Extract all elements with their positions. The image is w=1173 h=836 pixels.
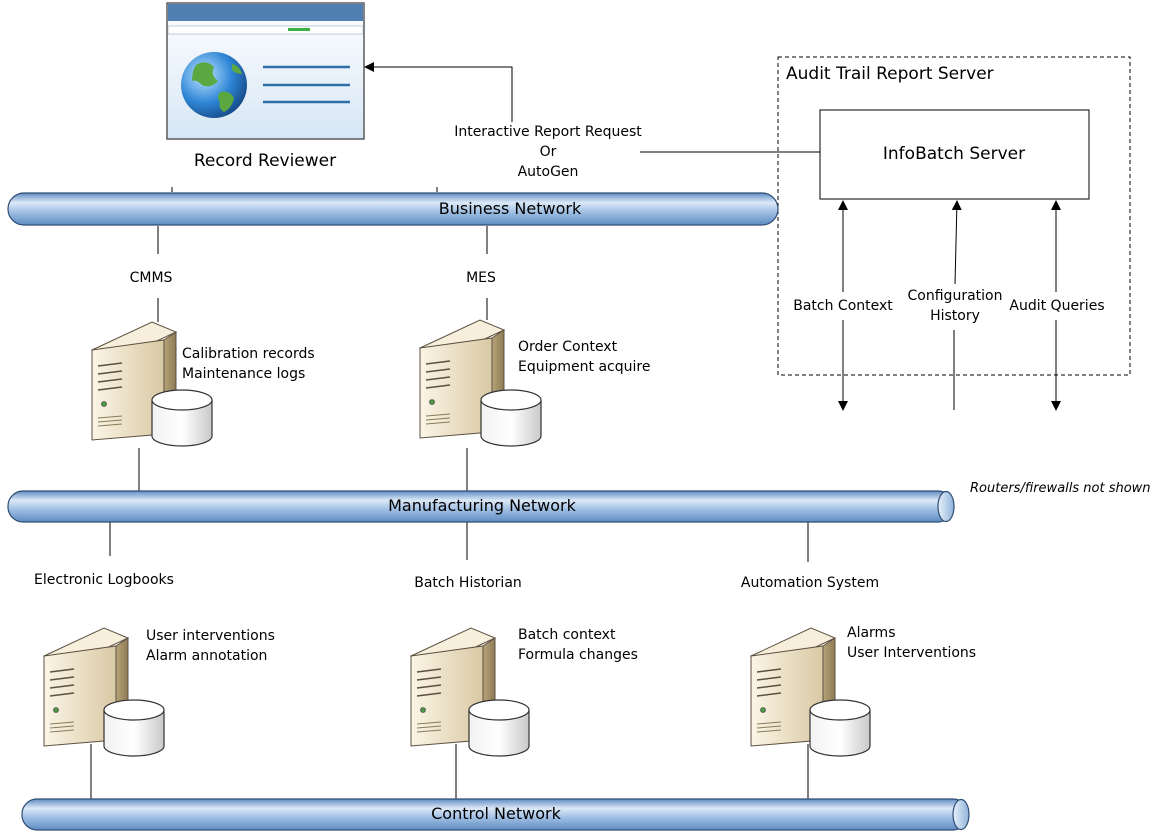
infobatch-server-label: InfoBatch Server [882, 144, 1026, 164]
manufacturing-network-pipe [7, 490, 955, 523]
control-network-label: Control Network [431, 804, 561, 823]
manufacturing-network-label: Manufacturing Network [388, 496, 576, 515]
batch-context-link-label: Batch Context [793, 298, 893, 314]
request-arrow [364, 62, 513, 122]
cmms-server-icon [91, 321, 213, 447]
audit-trail-server-box [777, 56, 1131, 376]
logbooks-description: User interventions Alarm annotation [146, 628, 275, 664]
automation-description: Alarms User Interventions [847, 625, 977, 661]
configuration-history-link-label: Configuration History [907, 288, 1003, 324]
record-reviewer-window [166, 2, 365, 140]
automation-system-label: Automation System [740, 575, 880, 591]
infobatch-server-box [819, 109, 1090, 200]
business-network-label: Business Network [438, 199, 582, 218]
business-network-pipe [7, 192, 779, 226]
cmms-description: Calibration records Maintenance logs [182, 346, 315, 382]
globe-icon [181, 52, 247, 118]
historian-server-icon [410, 627, 530, 757]
cmms-label: CMMS [129, 270, 173, 286]
electronic-logbooks-label: Electronic Logbooks [34, 572, 174, 588]
batch-historian-label: Batch Historian [414, 575, 522, 591]
record-reviewer-label: Record Reviewer [193, 151, 337, 171]
historian-description: Batch context Formula changes [518, 627, 638, 663]
connectors [90, 187, 809, 799]
audit-queries-link-label: Audit Queries [1009, 298, 1105, 314]
audit-server-title: Audit Trail Report Server [786, 64, 994, 84]
control-network-pipe [21, 798, 970, 831]
routers-note: Routers/firewalls not shown [970, 481, 1151, 496]
request-label: Interactive Report Request Or AutoGen [454, 124, 642, 180]
mes-label: MES [466, 270, 496, 286]
mes-description: Order Context Equipment acquire [518, 339, 651, 375]
